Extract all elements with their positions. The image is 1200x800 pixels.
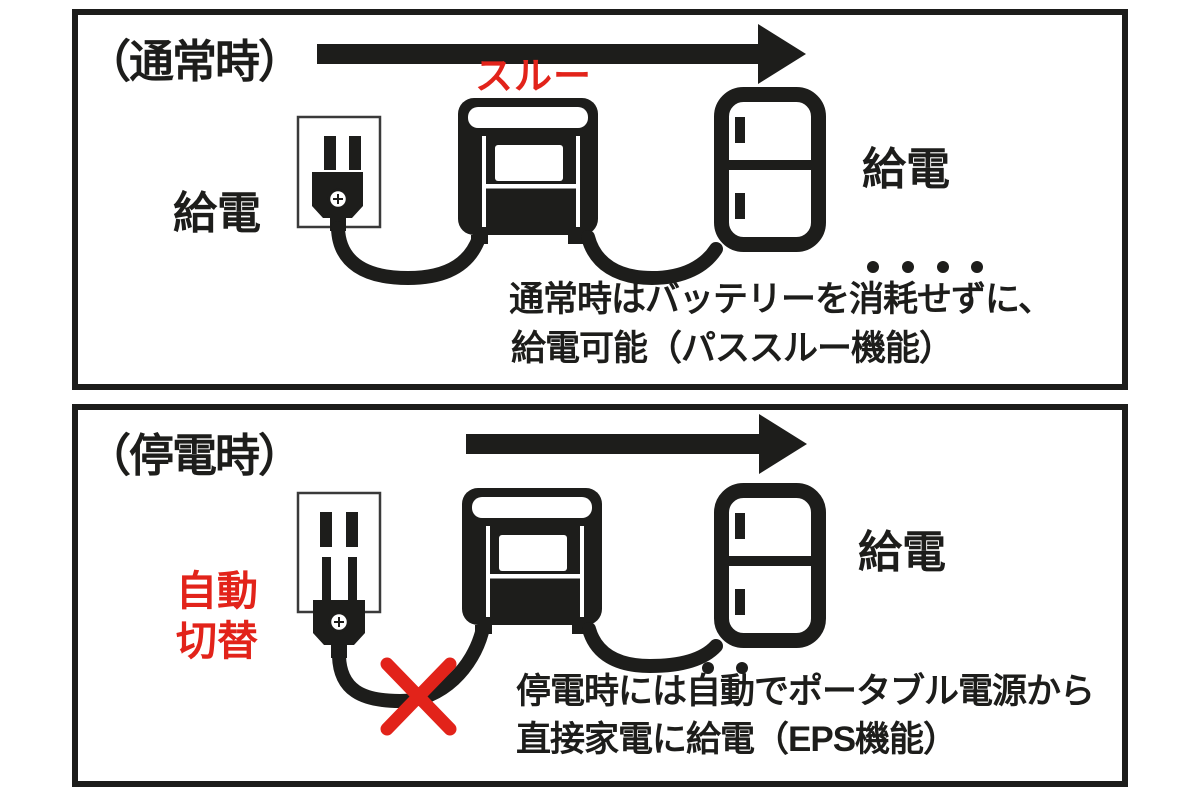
- panel-title-normal: （通常時）: [86, 36, 303, 87]
- power-supply-label-outage: 給電: [858, 528, 946, 577]
- power-supply-label-left: 給電: [173, 189, 261, 238]
- panel-title-outage: （停電時）: [86, 430, 303, 481]
- caption-outage-line1: 停電時には自動でポータブル電源から: [516, 672, 1095, 711]
- flow-through-label: スルー: [475, 56, 593, 98]
- auto-switch-label: 自動 切替: [176, 566, 258, 666]
- auto-switch-line2: 切替: [176, 618, 258, 664]
- caption-outage-line2: 直接家電に給電（EPS機能）: [516, 720, 958, 759]
- power-supply-label-right: 給電: [862, 145, 950, 194]
- caption-normal-line1: 通常時はバッテリーを消耗せずに、: [509, 280, 1053, 319]
- caption-normal-line2: 給電可能（パススルー機能）: [511, 329, 954, 368]
- auto-switch-line1: 自動: [176, 568, 258, 614]
- panel-normal-time: [72, 9, 1128, 390]
